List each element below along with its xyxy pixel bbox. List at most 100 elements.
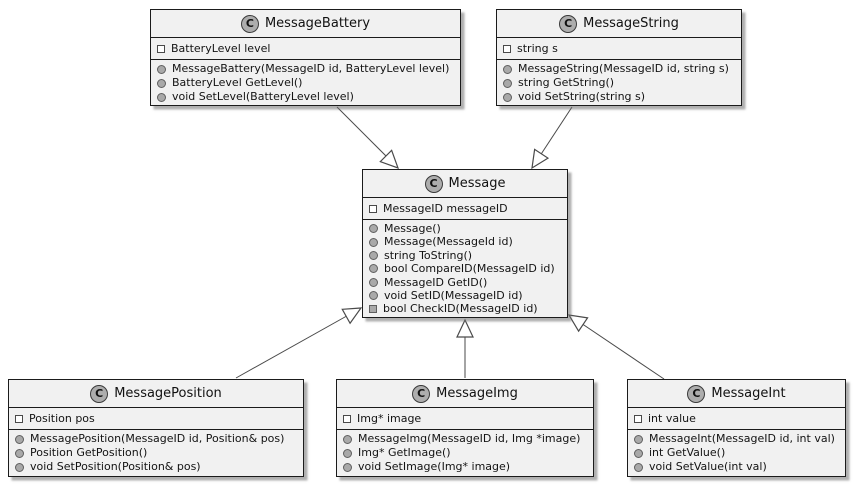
circle-filled-icon [15,448,24,458]
class-member: Position GetPosition() [15,446,297,460]
square-open-icon [634,414,642,423]
fields-compartment: BatteryLevel level [151,38,460,60]
class-member: void SetID(MessageID id) [369,289,561,302]
class-member: void SetLevel(BatteryLevel level) [157,90,454,104]
member-text: void SetString(string s) [518,90,646,103]
class-name: MessageString [583,16,679,31]
square-filled-icon [369,305,377,314]
methods-compartment: MessageImg(MessageID id, Img *image)Img*… [337,430,593,476]
circle-filled-icon [503,78,512,88]
fields-compartment: Position pos [9,408,303,430]
class-member: MessageString(MessageID id, string s) [503,62,735,76]
circle-filled-icon [15,434,24,444]
class-title-bar: C MessageBattery [151,10,460,38]
class-box-messageposition: C MessagePosition Position pos MessagePo… [8,379,304,477]
member-text: string ToString() [384,248,473,262]
methods-compartment: MessageInt(MessageID id, int val)int Get… [628,430,845,476]
class-member: int value [634,412,839,426]
circle-filled-icon [369,251,378,261]
member-text: string GetString() [518,76,615,89]
arrow-messagebattery-to-message [336,106,399,169]
class-title-bar: C MessageInt [628,380,845,408]
class-member: Message() [369,222,561,235]
member-text: void SetImage(Img* image) [358,460,511,473]
fields-compartment: int value [628,408,845,430]
circle-filled-icon [157,64,166,74]
class-member: MessagePosition(MessageID id, Position& … [15,432,297,446]
circle-filled-icon [634,448,643,458]
class-badge-icon: C [559,14,578,33]
circle-filled-icon [15,462,24,472]
member-text: MessageString(MessageID id, string s) [518,62,729,75]
circle-filled-icon [503,92,512,102]
class-member: Position pos [15,412,297,426]
class-name: MessageImg [436,386,518,401]
member-text: int GetValue() [649,446,726,459]
square-open-icon [15,414,23,423]
arrow-messageposition-to-message [235,307,363,379]
member-text: Message(MessageId id) [384,235,513,249]
class-member: bool CompareID(MessageID id) [369,262,561,275]
member-text: MessageImg(MessageID id, Img *image) [358,432,581,445]
methods-compartment: MessageBattery(MessageID id, BatteryLeve… [151,60,460,105]
class-title-bar: C MessageImg [337,380,593,408]
member-text: Message() [384,222,441,235]
circle-filled-icon [634,462,643,472]
member-text: Position GetPosition() [30,446,148,459]
member-text: MessageID messageID [383,201,508,215]
circle-filled-icon [503,64,512,74]
member-text: MessagePosition(MessageID id, Position& … [30,432,285,445]
class-title-bar: C MessagePosition [9,380,303,408]
class-box-messageint: C MessageInt int value MessageInt(Messag… [627,379,846,477]
circle-filled-icon [369,264,378,274]
member-text: Img* image [357,411,422,425]
class-box-messagestring: C MessageString string s MessageString(M… [496,9,742,106]
class-box-messagebattery: C MessageBattery BatteryLevel level Mess… [150,9,461,106]
class-member: MessageImg(MessageID id, Img *image) [343,432,587,446]
square-open-icon [343,414,351,423]
class-member: Img* GetImage() [343,446,587,460]
class-member: string GetString() [503,76,735,90]
member-text: void SetValue(int val) [649,460,767,473]
circle-filled-icon [157,92,166,102]
fields-compartment: MessageID messageID [363,198,567,220]
class-member: string s [503,42,735,56]
member-text: bool CheckID(MessageID id) [383,302,538,316]
methods-compartment: Message()Message(MessageId id)string ToS… [363,220,567,317]
circle-filled-icon [157,78,166,88]
class-member: MessageID GetID() [369,276,561,289]
fields-compartment: string s [497,38,741,60]
class-title-bar: C MessageString [497,10,741,38]
circle-filled-icon [343,434,352,444]
member-text: void SetPosition(Position& pos) [30,460,201,473]
class-member: string ToString() [369,249,561,262]
class-member: BatteryLevel level [157,42,454,56]
member-text: void SetID(MessageID id) [384,289,523,303]
arrow-messageint-to-message [567,314,665,380]
member-text: int value [648,411,696,425]
member-text: string s [517,41,558,55]
circle-filled-icon [369,277,378,287]
circle-filled-icon [369,291,378,301]
class-box-message: C Message MessageID messageID Message()M… [362,169,568,318]
circle-filled-icon [369,237,378,247]
member-text: BatteryLevel GetLevel() [172,76,303,89]
class-member: MessageInt(MessageID id, int val) [634,432,839,446]
class-badge-icon: C [687,384,706,403]
class-name: MessageInt [711,386,786,401]
member-text: MessageInt(MessageID id, int val) [649,432,835,445]
member-text: Position pos [29,411,95,425]
class-name: MessageBattery [264,16,371,31]
class-name: Message [448,176,506,191]
fields-compartment: Img* image [337,408,593,430]
class-box-messageimg: C MessageImg Img* image MessageImg(Messa… [336,379,594,477]
class-member: bool CheckID(MessageID id) [369,302,561,315]
class-member: BatteryLevel GetLevel() [157,76,454,90]
class-member: Img* image [343,412,587,426]
class-name: MessagePosition [114,386,222,401]
member-text: bool CompareID(MessageID id) [384,262,555,276]
circle-filled-icon [369,224,378,234]
class-member: MessageBattery(MessageID id, BatteryLeve… [157,62,454,76]
class-badge-icon: C [90,384,109,403]
